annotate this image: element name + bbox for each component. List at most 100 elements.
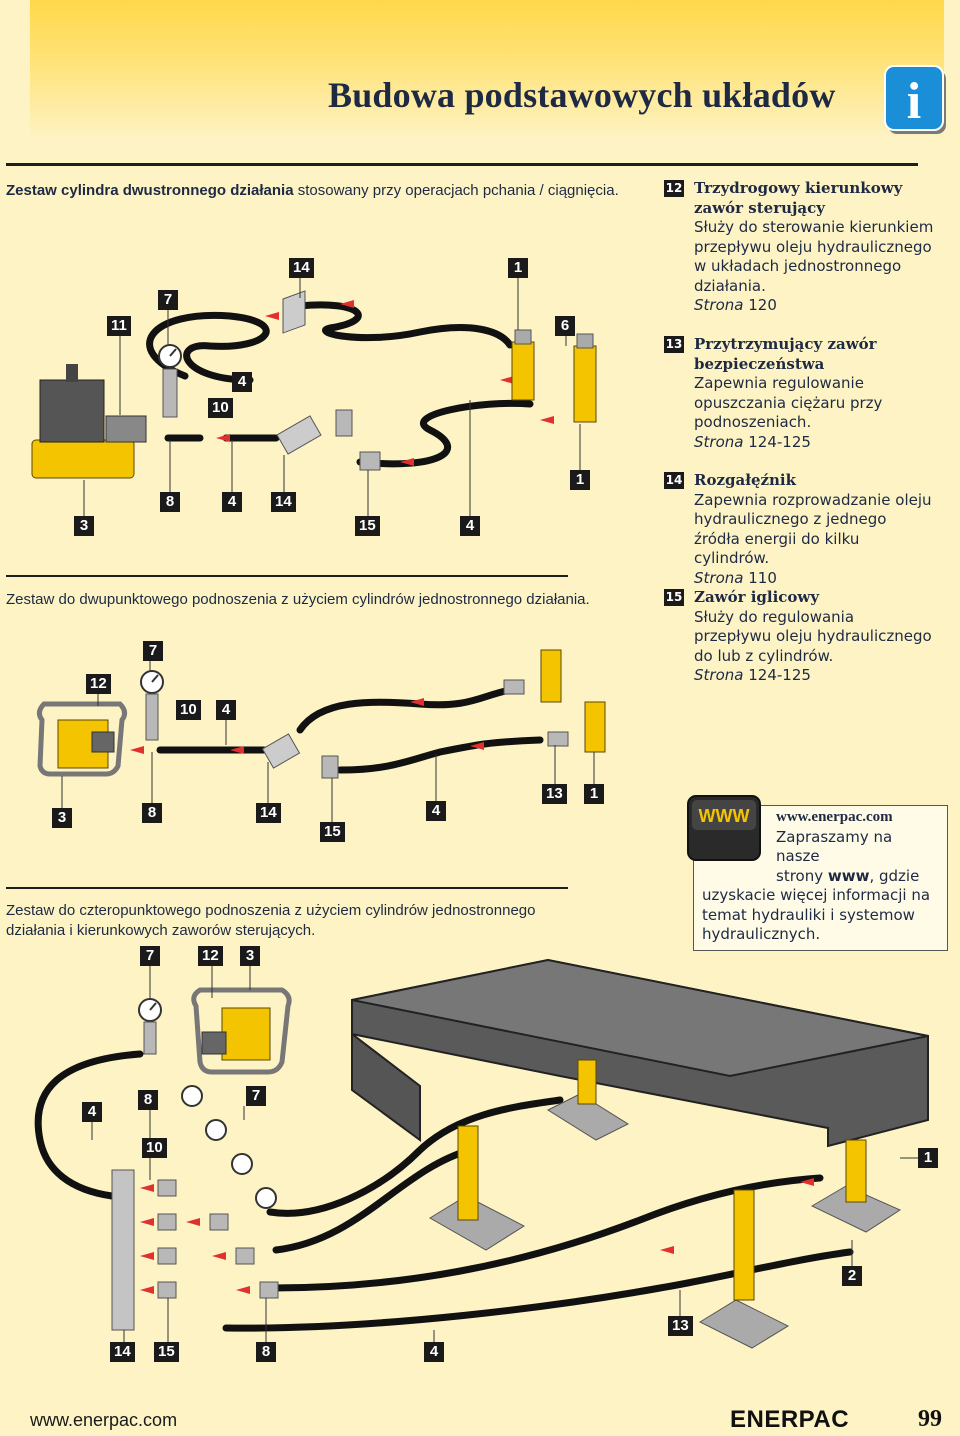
needle-valve-2 [321, 755, 339, 779]
callout-2-4: 4 [216, 700, 236, 720]
www-line-c: uzyskacie więcej informacji na temat hyd… [702, 886, 931, 943]
info-icon: i [884, 65, 946, 134]
cylinder-double [511, 329, 597, 423]
hose-2 [296, 301, 514, 349]
callout-2-15: 15 [320, 822, 345, 842]
callout-2-10: 10 [176, 700, 201, 720]
pump-unit-3 [191, 987, 292, 1075]
legend-page-label: Strona [694, 432, 744, 451]
callout-11: 11 [107, 316, 131, 336]
legend-page: 124-125 [748, 666, 811, 684]
callout-4: 4 [232, 372, 252, 392]
www-badge-icon: WWW [687, 795, 761, 861]
callout-2-8: 8 [142, 803, 162, 823]
flow-arrows-3 [140, 1178, 814, 1294]
gauge-3 [138, 998, 162, 1055]
footer-url[interactable]: www.enerpac.com [30, 1410, 178, 1430]
legend-title: Rozgałęźnik [694, 471, 797, 489]
section1-title: Zestaw cylindra dwustronnego działania s… [6, 181, 656, 201]
callout-1: 1 [508, 258, 528, 278]
callout-3-12: 12 [198, 946, 223, 966]
page-number: 99 [918, 1406, 942, 1432]
diagram-four-point [34, 958, 929, 1349]
legend-page-label: Strona [694, 666, 744, 684]
legend-page: 124-125 [748, 432, 811, 451]
legend-page: 110 [748, 568, 777, 587]
callout-2-7: 7 [143, 641, 163, 661]
www-line-b: strony www, gdzie [776, 866, 920, 885]
legend-num: 15 [664, 589, 684, 606]
callout-3-8: 8 [138, 1090, 158, 1110]
legend-page: 120 [748, 296, 777, 314]
legend-item-12: 12 Trzydrogowy kierunkowy zawór sterując… [664, 179, 934, 316]
section1-title-rest: stosowany przy operacjach pchania / ciąg… [293, 182, 619, 199]
callout-14b: 14 [271, 492, 296, 512]
legend-desc: Zapewnia regulowanie opuszczania ciężaru… [694, 374, 883, 431]
top-rule [6, 163, 918, 166]
section3-title-line1: Zestaw do czteropunktowego podnoszenia z… [6, 902, 536, 919]
manifold-3 [111, 1169, 135, 1331]
callout-4c: 4 [460, 516, 480, 536]
pump-unit [31, 364, 147, 479]
hose-3a [34, 1050, 144, 1200]
legend-num: 12 [664, 180, 684, 197]
callout-3-7b: 7 [246, 1086, 266, 1106]
callout-2-3: 3 [52, 808, 72, 828]
callout-3-4b: 4 [424, 1342, 444, 1362]
pump-unit-2 [36, 701, 128, 777]
hose-2c [336, 736, 544, 774]
www-line-a: Zapraszamy na nasze [776, 827, 893, 866]
header-band [30, 0, 944, 140]
callout-10: 10 [208, 398, 233, 418]
cylinder-stands [429, 1059, 902, 1349]
callout-2-4b: 4 [426, 801, 446, 821]
section1-title-bold: Zestaw cylindra dwustronnego działania [6, 182, 294, 199]
www-text: www.enerpac.com Zapraszamy na nasze stro… [702, 808, 938, 945]
hose-3c [272, 1146, 474, 1254]
callout-6: 6 [555, 316, 575, 336]
section2-title: Zestaw do dwupunktowego podnoszenia z uż… [6, 591, 590, 608]
legend-page-label: Strona [694, 296, 744, 314]
callout-14: 14 [289, 258, 314, 278]
footer-brand-logo: ENERPAC [730, 1406, 850, 1433]
diagram-two-point [36, 649, 606, 824]
callout-3-7: 7 [140, 946, 160, 966]
hose-3e [222, 1248, 854, 1332]
callout-3-14: 14 [110, 1342, 135, 1362]
callout-3-10: 10 [142, 1138, 167, 1158]
callout-3-2: 2 [842, 1266, 862, 1286]
callout-3-8b: 8 [256, 1342, 276, 1362]
section2-rule [6, 575, 568, 577]
callout-3-1: 1 [918, 1148, 938, 1168]
legend-item-15: 15 Zawór iglicowy Służy do regulowania p… [664, 588, 934, 686]
manifold-top [282, 290, 306, 334]
legend-desc: Zapewnia rozprowadzanie oleju hydraulicz… [694, 490, 932, 568]
callout-3-3: 3 [240, 946, 260, 966]
legend-num: 14 [664, 472, 684, 489]
section3-rule [6, 887, 568, 889]
hose-3b [266, 1096, 564, 1217]
manifold-bottom [276, 415, 322, 455]
legend-item-14: 14 Rozgałęźnik Zapewnia rozprowadzanie o… [664, 471, 934, 588]
legend-title: Zawór iglicowy [694, 588, 820, 606]
callout-2-13: 13 [542, 784, 567, 804]
cylinders-2 [503, 649, 606, 753]
gauge-2 [140, 670, 164, 741]
www-url[interactable]: www.enerpac.com [776, 809, 893, 825]
svg-text:WWW: WWW [699, 806, 750, 826]
legend-title: Trzydrogowy kierunkowy zawór sterujący [694, 179, 903, 217]
section3-title-line2: działania i kierunkowych zaworów sterują… [6, 922, 316, 939]
legend-num: 13 [664, 336, 684, 353]
hose-1 [146, 311, 270, 384]
callout-2-12: 12 [86, 674, 111, 694]
callout-3-13: 13 [668, 1316, 693, 1336]
flow-arrows [216, 300, 554, 466]
callout-7: 7 [158, 290, 178, 310]
gauge [158, 344, 182, 418]
callout-15: 15 [355, 516, 380, 536]
load-frame [351, 958, 929, 1148]
hose-3 [356, 399, 534, 468]
diagram-double-acting [31, 278, 597, 516]
callout-4b: 4 [222, 492, 242, 512]
callout-3-4: 4 [82, 1102, 102, 1122]
